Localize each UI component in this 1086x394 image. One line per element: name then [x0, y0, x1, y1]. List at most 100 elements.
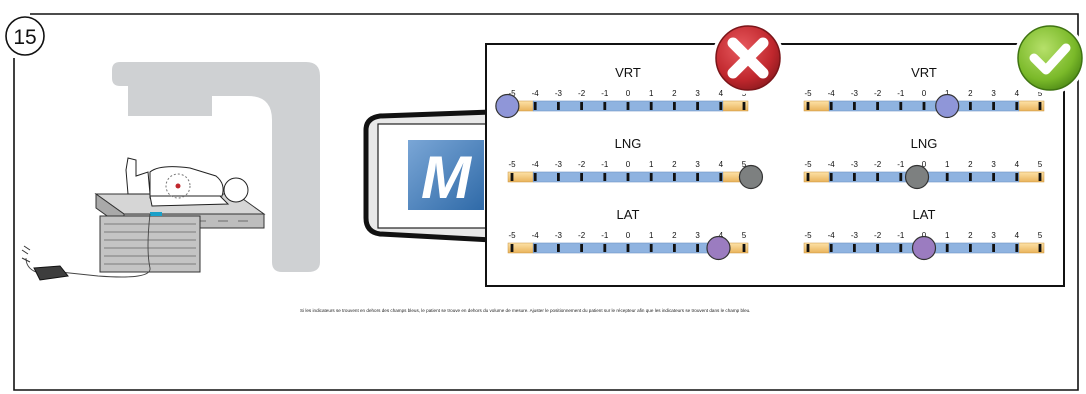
- tick-label: -5: [804, 231, 812, 240]
- tick-mark: [945, 244, 949, 252]
- step-number-badge: [5, 16, 45, 56]
- tick-mark: [992, 102, 995, 110]
- tick-label: -4: [532, 231, 540, 240]
- tick-label: -3: [851, 89, 859, 98]
- tick-label: 1: [945, 231, 950, 240]
- tick-label: 2: [968, 89, 973, 98]
- gauge-label: LNG: [911, 136, 938, 151]
- tick-mark: [829, 244, 833, 252]
- tick-mark: [876, 102, 879, 110]
- tick-mark: [626, 102, 630, 110]
- tick-label: 1: [649, 160, 654, 169]
- tick-label: 5: [742, 160, 747, 169]
- tick-label: 2: [672, 231, 677, 240]
- tick-mark: [853, 173, 856, 181]
- correct-status: [1014, 22, 1086, 94]
- tick-label: 4: [719, 89, 724, 98]
- tick-label: 3: [991, 160, 996, 169]
- tick-mark: [1038, 244, 1042, 252]
- tick-mark: [853, 102, 856, 110]
- tick-label: 2: [968, 231, 973, 240]
- tick-label: -5: [508, 231, 516, 240]
- position-marker: [904, 164, 930, 190]
- tick-label: 3: [991, 89, 996, 98]
- tick-label: -5: [508, 89, 516, 98]
- tick-mark: [510, 173, 514, 181]
- tick-label: -5: [508, 160, 516, 169]
- tick-label: -5: [804, 160, 812, 169]
- tick-mark: [806, 173, 810, 181]
- tick-mark: [1015, 173, 1019, 181]
- tick-mark: [1015, 102, 1019, 110]
- tick-label: 1: [649, 89, 654, 98]
- scan-region-marker: [165, 173, 191, 199]
- tick-label: -1: [601, 160, 609, 169]
- tick-mark: [969, 244, 972, 252]
- tick-label: 0: [922, 160, 927, 169]
- tick-mark: [580, 244, 583, 252]
- tick-mark: [673, 173, 676, 181]
- power-adapter: [21, 245, 69, 281]
- tick-label: -2: [874, 160, 882, 169]
- tick-label: 3: [695, 231, 700, 240]
- tick-label: 0: [626, 89, 631, 98]
- position-marker: [495, 93, 520, 119]
- tick-mark: [806, 102, 810, 110]
- step-frame: [13, 13, 1079, 391]
- tick-mark: [533, 244, 537, 252]
- monitor-logo-tile: [408, 140, 484, 210]
- tick-mark: [992, 244, 995, 252]
- tick-label: -1: [897, 89, 905, 98]
- tick-mark: [533, 173, 537, 181]
- tick-label: -3: [555, 89, 563, 98]
- position-marker: [911, 235, 937, 261]
- tick-label: 4: [719, 231, 724, 240]
- tick-mark: [719, 173, 723, 181]
- tick-mark: [899, 244, 903, 252]
- tick-label: 2: [672, 89, 677, 98]
- green-check-icon: [1017, 25, 1083, 91]
- tick-mark: [696, 244, 699, 252]
- tick-mark: [806, 244, 810, 252]
- tick-mark: [899, 102, 903, 110]
- tick-label: -1: [601, 89, 609, 98]
- tick-label: 1: [649, 231, 654, 240]
- tick-label: 1: [945, 160, 950, 169]
- incorrect-status: [712, 22, 784, 94]
- tick-label: -3: [555, 231, 563, 240]
- gauge-label: VRT: [615, 65, 641, 80]
- tick-mark: [649, 244, 653, 252]
- tick-label: 5: [1038, 231, 1043, 240]
- monitor: M: [363, 109, 495, 243]
- tick-label: 3: [991, 231, 996, 240]
- tick-mark: [626, 173, 630, 181]
- tick-mark: [853, 244, 856, 252]
- tick-label: 5: [1038, 89, 1043, 98]
- gauge-label: LAT: [913, 207, 936, 222]
- tick-label: -5: [804, 89, 812, 98]
- tick-mark: [742, 102, 746, 110]
- tick-label: -1: [601, 231, 609, 240]
- tick-label: -3: [851, 160, 859, 169]
- position-marker: [738, 164, 764, 190]
- tick-label: -4: [532, 160, 540, 169]
- tick-mark: [603, 173, 607, 181]
- tick-label: 0: [626, 231, 631, 240]
- tick-mark: [1038, 102, 1042, 110]
- tick-mark: [603, 102, 607, 110]
- tick-label: 5: [1038, 160, 1043, 169]
- tick-mark: [557, 173, 560, 181]
- gauge-label: LNG: [615, 136, 642, 151]
- position-marker: [935, 93, 960, 119]
- monitor-logo-letter: M: [421, 144, 473, 211]
- tick-label: 0: [922, 231, 927, 240]
- tick-label: 0: [922, 89, 927, 98]
- tick-label: -2: [578, 231, 586, 240]
- tick-mark: [922, 102, 926, 110]
